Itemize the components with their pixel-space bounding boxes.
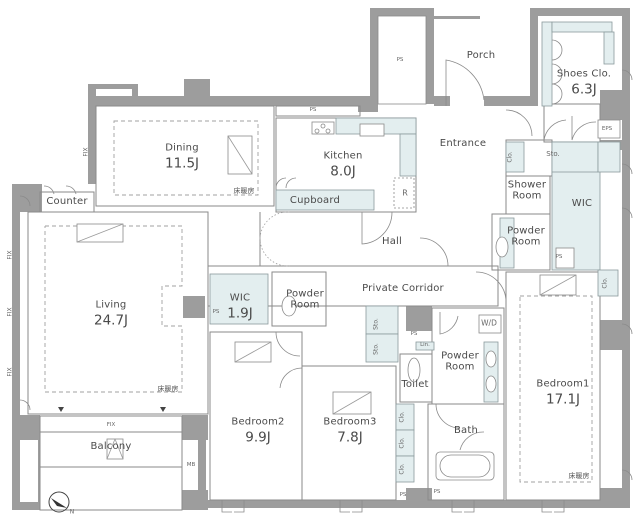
label-cupboard: Cupboard [289, 194, 341, 207]
room-living: Living 24.7J [93, 299, 129, 329]
label-ps-bottom: PS [399, 492, 407, 498]
label-text: Hall [381, 235, 403, 247]
label-text: Porch [466, 49, 496, 61]
label-text: Room [445, 361, 475, 372]
label-text: Shower [507, 179, 547, 191]
exterior-walls [12, 8, 630, 510]
room-area: 1.9J [227, 305, 253, 322]
label-refrigerator: R [402, 188, 408, 198]
label-text: Entrance [439, 137, 487, 149]
label-ps-wic-small: PS [212, 309, 220, 315]
label-text: Room [512, 190, 542, 201]
room-kitchen: Kitchen 8.0J [323, 150, 363, 180]
label-text: Bath [453, 424, 479, 436]
label-closet-bedroom3-1: Clo. [398, 411, 406, 423]
room-name: Bedroom3 [323, 416, 377, 428]
label-eps: EPS [601, 126, 613, 132]
label-ps-wic: PS [555, 254, 563, 260]
label-storage-entrance: Sto. [546, 150, 560, 158]
label-balcony: Balcony [90, 440, 132, 453]
label-text: Room [290, 299, 320, 310]
label-storage-corridor-1: Sto. [372, 318, 380, 330]
storage-areas [209, 21, 621, 483]
label-closet-bedroom1: Clo. [601, 277, 609, 289]
label-toilet: Toilet [401, 378, 429, 391]
label-storage-corridor-2: Sto. [372, 343, 380, 355]
label-floor-heating-living: 床暖房 [157, 385, 179, 393]
label-closet-bedroom3-2: Clo. [398, 437, 406, 449]
label-text: Room [511, 236, 541, 247]
label-text: Toilet [401, 378, 429, 390]
label-counter: Counter [46, 195, 88, 208]
label-entrance: Entrance [439, 137, 487, 150]
room-area: 8.0J [330, 163, 356, 180]
label-ps-top: PS [396, 57, 404, 63]
label-ps-bath: PS [433, 489, 441, 495]
room-area: 6.3J [571, 81, 597, 98]
label-private-corridor: Private Corridor [362, 282, 444, 295]
label-text: Private Corridor [362, 282, 444, 294]
label-fix-balcony: FIX [106, 422, 116, 428]
label-bath: Bath [453, 424, 479, 437]
label-text: Balcony [90, 440, 132, 452]
room-name: Kitchen [323, 150, 363, 162]
label-powder-room-hall: Powder Room [286, 288, 324, 311]
label-fix-living-3: FIX [6, 367, 14, 377]
room-name: Bedroom2 [231, 416, 285, 428]
label-floor-heating-bedroom1: 床暖房 [568, 472, 590, 480]
label-text: Powder [286, 288, 324, 300]
room-name: Living [95, 299, 127, 311]
label-hall: Hall [381, 235, 403, 248]
label-closet-bedroom3-3: Clo. [398, 463, 406, 475]
label-linen: Lin. [420, 342, 430, 348]
room-dining: Dining 11.5J [164, 142, 200, 172]
room-bedroom3: Bedroom3 7.8J [323, 416, 377, 446]
room-area: 17.1J [545, 391, 581, 408]
room-bedroom2: Bedroom2 9.9J [231, 416, 285, 446]
label-powder-room-entrance: Powder Room [507, 225, 545, 248]
room-area: 7.8J [337, 429, 363, 446]
room-name: WIC [229, 292, 251, 304]
label-text: Powder [507, 225, 545, 237]
room-area: 24.7J [93, 312, 129, 329]
label-text: Powder [441, 350, 479, 362]
label-ps-corridor: PS [410, 331, 418, 337]
label-powder-room-bath: Powder Room [441, 350, 479, 373]
label-porch: Porch [466, 49, 496, 62]
label-meter-box: MB [186, 462, 196, 468]
room-area: 11.5J [164, 155, 200, 172]
floor-heating-zones [44, 120, 593, 483]
label-text: Cupboard [289, 194, 341, 206]
room-name: Bedroom1 [536, 378, 590, 390]
interior-walls [27, 103, 601, 501]
label-text: WIC [571, 197, 593, 209]
north-compass-icon [48, 491, 70, 513]
label-floor-heating-dining: 床暖房 [233, 187, 255, 195]
label-text: Counter [46, 195, 88, 207]
label-wic-large: WIC [571, 197, 593, 210]
room-bedroom1: Bedroom1 17.1J [536, 378, 590, 408]
label-north: N [69, 508, 75, 516]
fixtures [39, 15, 621, 511]
label-washer-dryer: W/D [481, 318, 497, 328]
label-fix-dining: FIX [82, 147, 90, 157]
label-ps-kitchen: PS [309, 107, 317, 113]
room-wic-small: WIC 1.9J [227, 292, 253, 322]
doors [19, 39, 633, 513]
room-area: 9.9J [245, 429, 271, 446]
room-name: Shoes Clo. [556, 68, 612, 80]
label-closet-entrance: Clo. [506, 151, 514, 163]
label-fix-living-2: FIX [6, 307, 14, 317]
room-shoes-closet: Shoes Clo. 6.3J [556, 68, 612, 98]
room-name: Dining [165, 142, 199, 154]
label-fix-living-1: FIX [6, 250, 14, 260]
label-shower-room: Shower Room [507, 179, 547, 202]
